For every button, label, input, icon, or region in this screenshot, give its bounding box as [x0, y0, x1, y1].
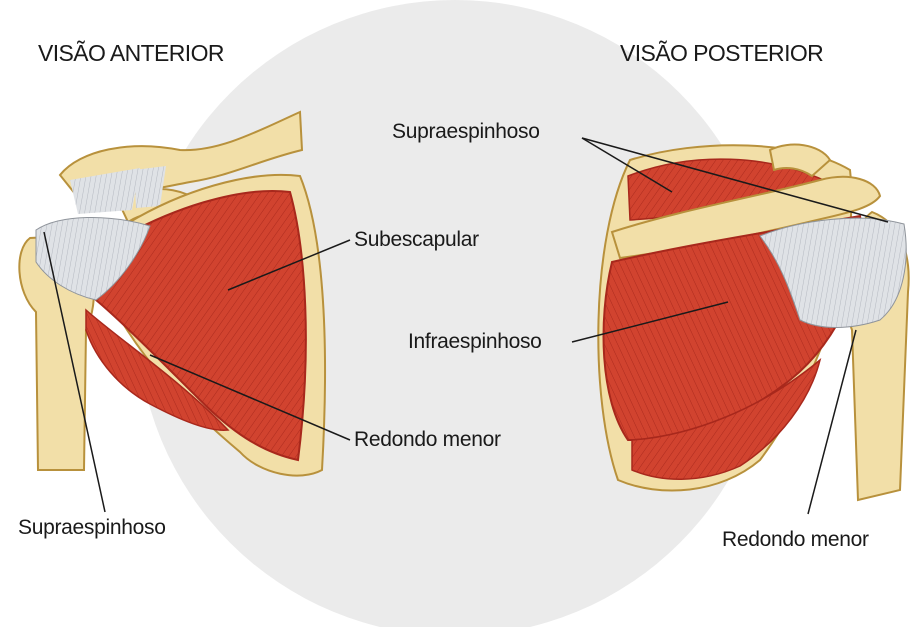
posterior-shoulder — [598, 145, 908, 500]
label-anterior-subescapular: Subescapular — [354, 228, 479, 252]
label-posterior-redondo-menor: Redondo menor — [722, 528, 869, 552]
label-anterior-supraespinhoso: Supraespinhoso — [18, 516, 166, 540]
label-posterior-infraespinhoso: Infraespinhoso — [408, 330, 542, 354]
anterior-view-title: VISÃO ANTERIOR — [38, 40, 224, 67]
label-anterior-redondo-menor: Redondo menor — [354, 428, 501, 452]
label-posterior-supraespinhoso: Supraespinhoso — [392, 120, 540, 144]
posterior-view-title: VISÃO POSTERIOR — [620, 40, 823, 67]
